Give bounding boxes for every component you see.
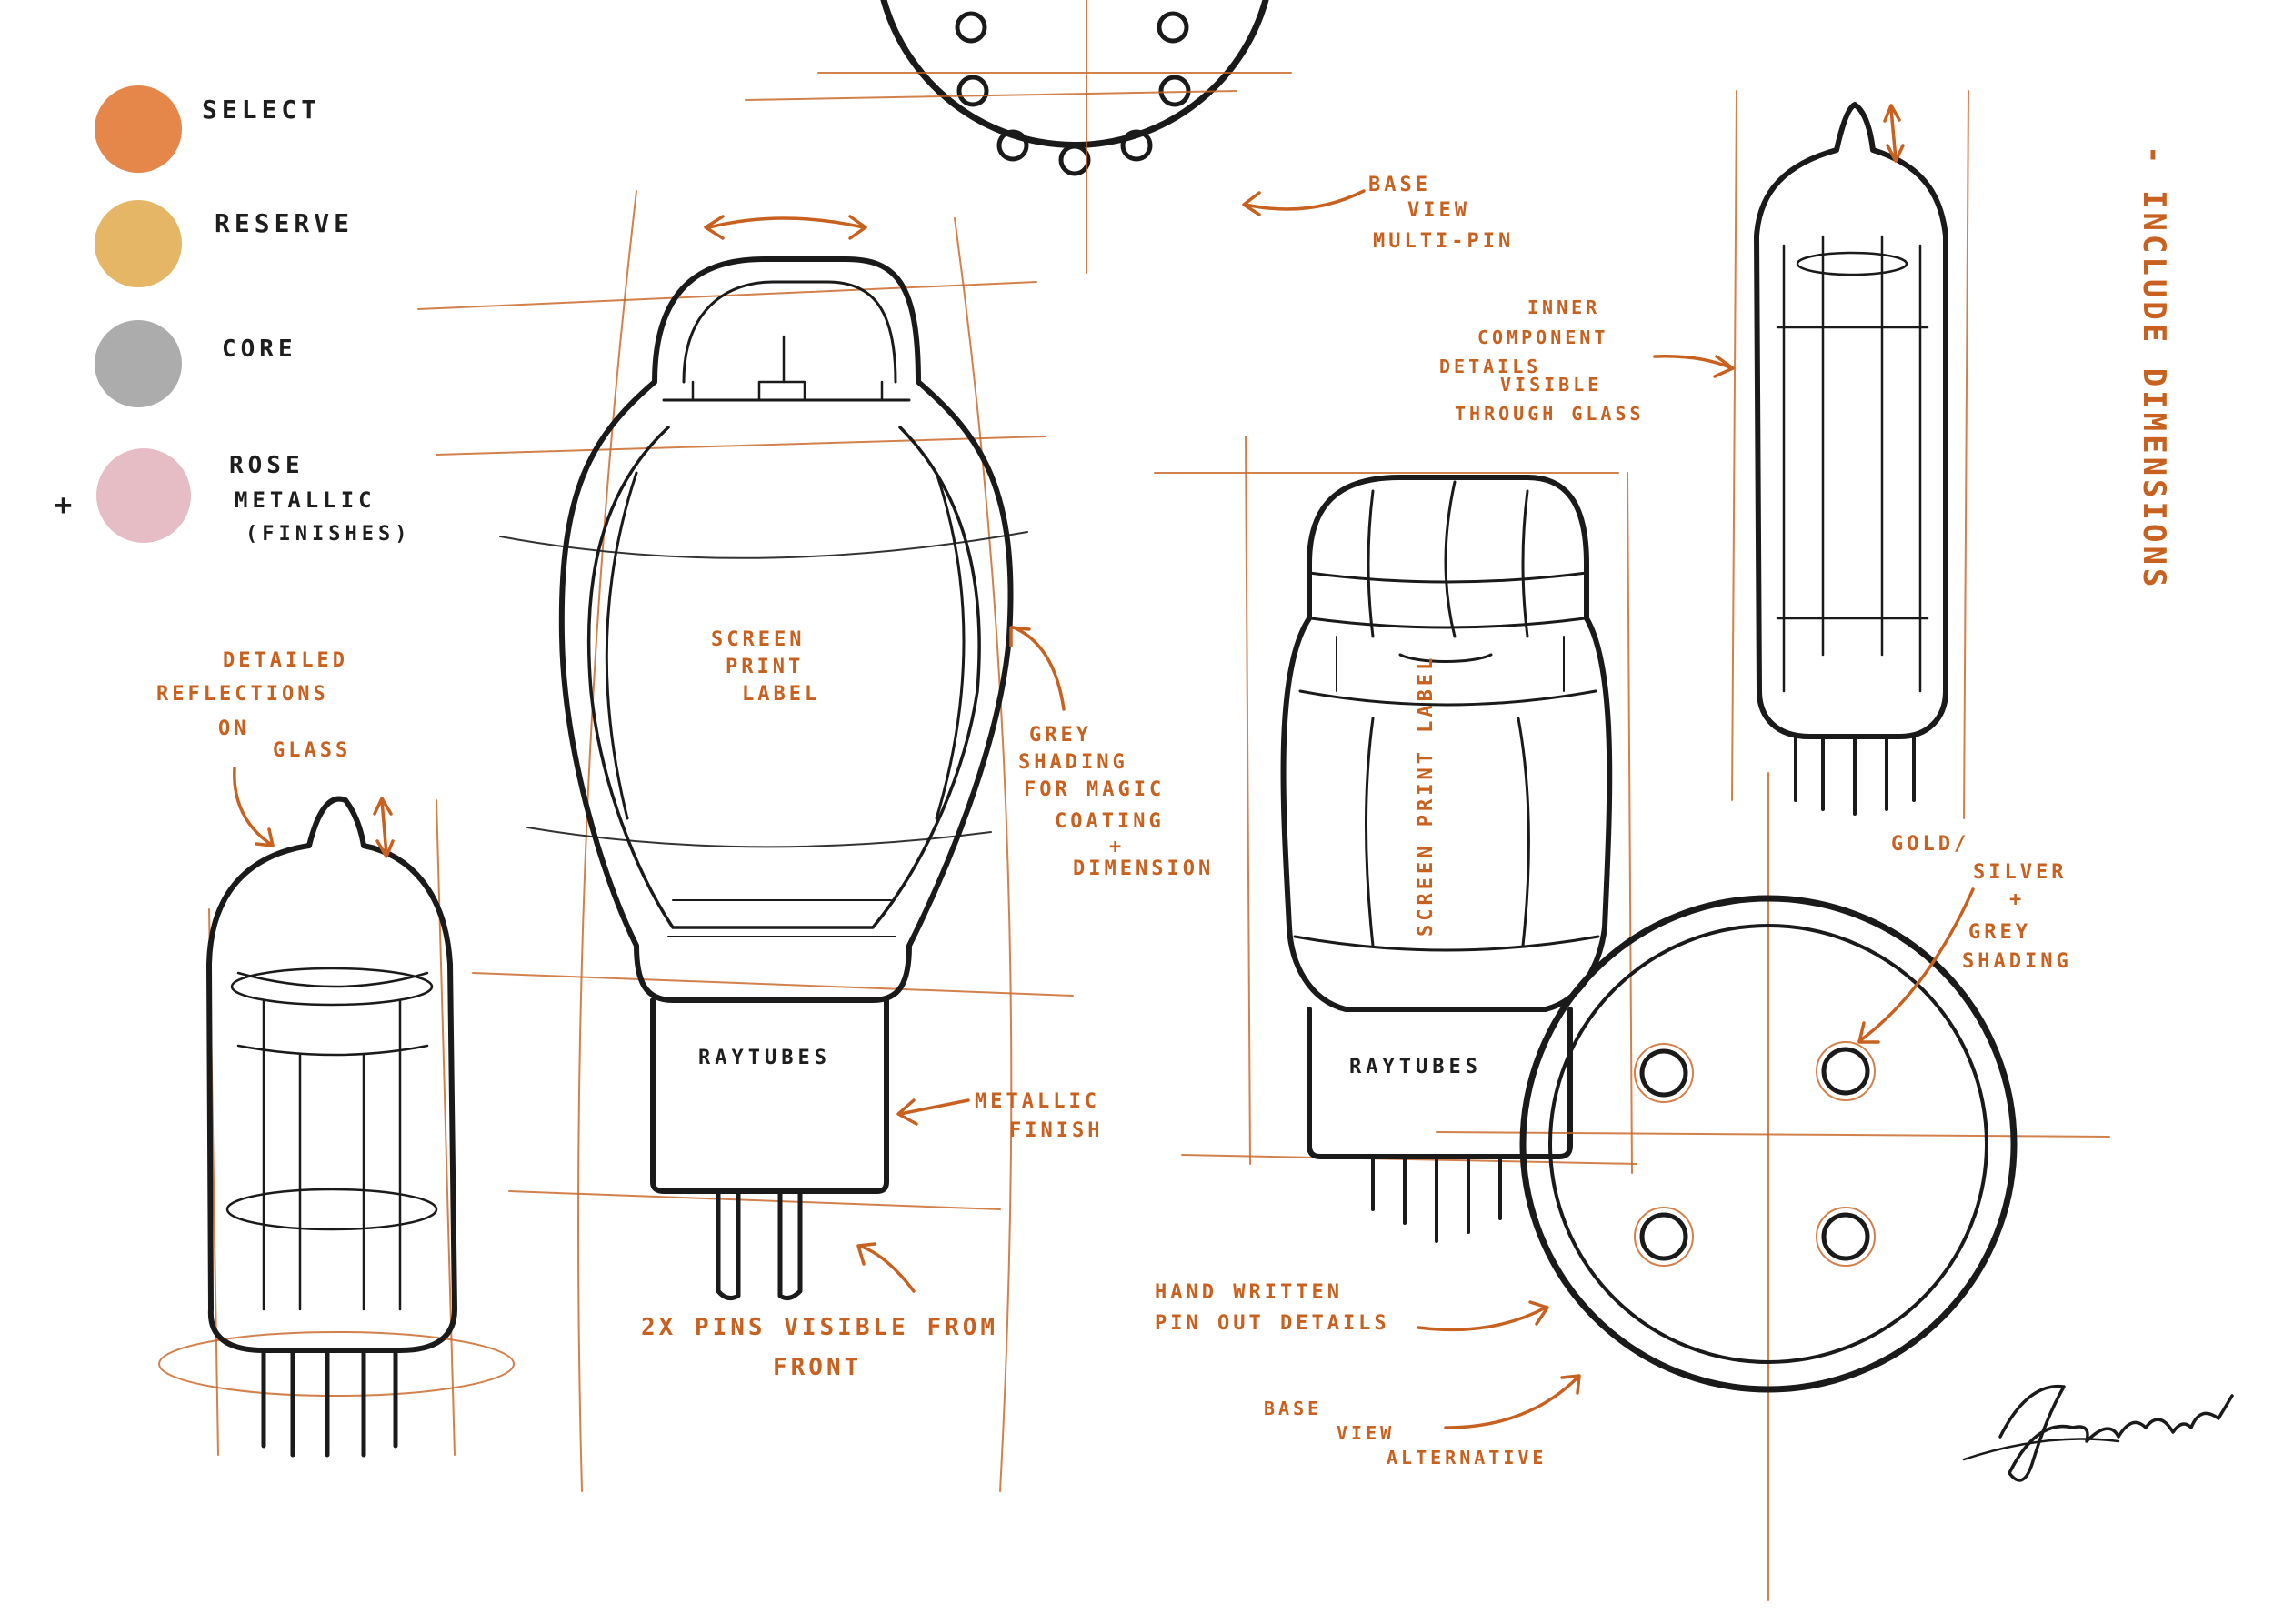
legend-rose-line-2: (FINISHES)	[245, 523, 411, 546]
legend-item-select: SELECT	[95, 85, 321, 173]
legend-rose-line-1: METALLIC	[235, 487, 376, 513]
brand-label-2: RAYTUBES	[1349, 1056, 1482, 1078]
legend-plus: +	[55, 487, 76, 522]
base-alt-arrow	[1444, 1374, 1581, 1429]
include-dimensions-note: - INCLUDE DIMENSIONS	[2136, 145, 2172, 590]
hand-written-arrow	[1417, 1300, 1549, 1332]
screen-print-note-2: SCREEN PRINT LABEL	[1415, 655, 1437, 937]
swatch-rose	[96, 448, 191, 543]
pins-arrow	[856, 1242, 916, 1293]
swatch-core	[95, 320, 182, 407]
color-legend: SELECT RESERVE CORE + ROSE METALLIC (FIN…	[55, 85, 411, 546]
gold-silver-arrow	[1857, 887, 1975, 1044]
base-view-alternative	[1436, 772, 2110, 1601]
swatch-select	[95, 85, 182, 173]
pins-note: 2X PINS VISIBLE FROM FRONT	[641, 1314, 1016, 1381]
hand-written-note: HAND WRITTEN PIN OUT DETAILS	[1155, 1281, 1390, 1335]
inner-component-arrow	[1653, 355, 1735, 378]
metallic-finish-note: METALLIC FINISH	[975, 1090, 1116, 1142]
grey-shading-arrow	[1009, 626, 1066, 711]
brand-label-1: RAYTUBES	[698, 1047, 831, 1069]
screen-print-note-1: SCREEN PRINT LABEL	[711, 628, 821, 706]
legend-label-reserve: RESERVE	[215, 208, 354, 238]
base-alt-note: BASE VIEW ALTERNATIVE	[1264, 1398, 1547, 1469]
base-view-arrow	[1242, 189, 1366, 216]
grey-shading-note: GREY SHADING FOR MAGIC COATING + DIMENSI…	[1018, 724, 1214, 880]
legend-label-select: SELECT	[202, 95, 321, 125]
fat-tube: RAYTUBES SCREEN PRINT LABEL	[1154, 436, 1637, 1243]
swatch-reserve	[95, 200, 182, 287]
legend-item-rose: + ROSE METALLIC (FINISHES)	[55, 448, 411, 546]
legend-label-rose: ROSE	[229, 452, 305, 479]
legend-label-core: CORE	[222, 336, 297, 363]
inner-component-note: INNER COMPONENT DETAILS VISIBLE THROUGH …	[1439, 296, 1645, 425]
artist-signature	[1962, 1384, 2234, 1482]
base-view-multipin	[745, 0, 1292, 274]
base-view-note: BASE VIEW MULTI-PIN	[1368, 174, 1514, 253]
gold-silver-note: GOLD/ SILVER + GREY SHADING	[1891, 833, 2083, 973]
legend-item-core: CORE	[95, 320, 297, 407]
reflections-arrow	[233, 767, 275, 847]
tall-tube	[1731, 90, 1969, 819]
legend-item-reserve: RESERVE	[95, 200, 354, 287]
metallic-arrow	[896, 1098, 970, 1126]
reflections-note: DETAILED REFLECTIONS ON GLASS	[156, 649, 364, 762]
globe-tube: RAYTUBES SCREEN PRINT LABEL	[417, 190, 1074, 1492]
small-tube-left	[158, 796, 515, 1458]
